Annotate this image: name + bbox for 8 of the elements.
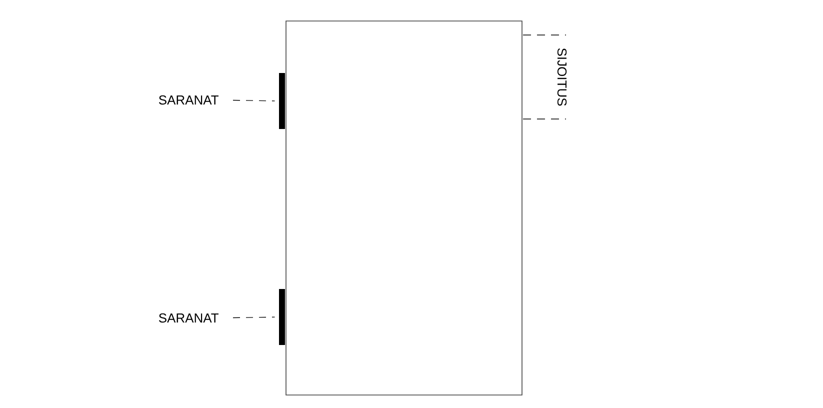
hinge-bar: [279, 73, 285, 129]
hinge-label: SARANAT: [158, 313, 218, 323]
leader-line: [232, 100, 276, 102]
dimension-label: SIJOITUS: [557, 48, 567, 106]
hinge-label: SARANAT: [158, 95, 218, 105]
hinge-bar: [279, 289, 285, 345]
door-panel: [286, 20, 522, 396]
leader-line: [232, 316, 276, 318]
